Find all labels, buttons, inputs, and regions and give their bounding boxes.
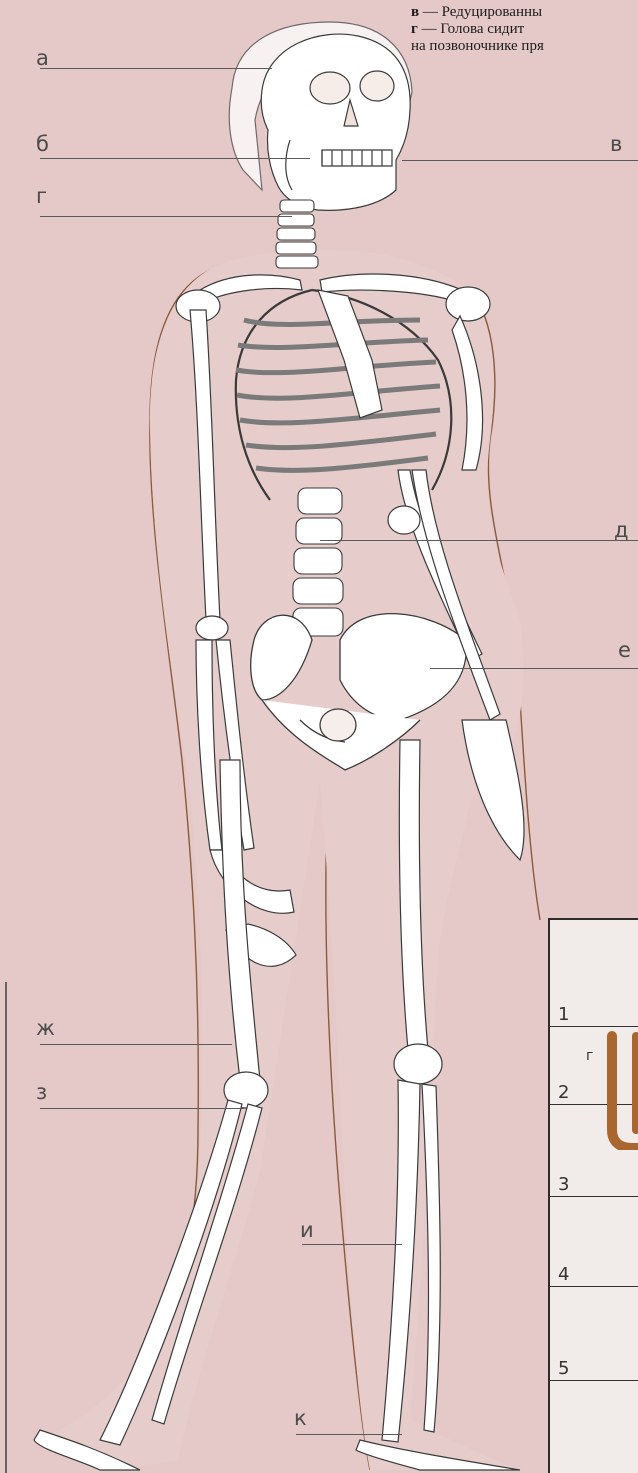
scale-row-4: 4 (558, 1264, 569, 1285)
leader-line-zh (40, 1044, 232, 1045)
label-z: з (36, 1082, 47, 1103)
caption-text-2: — Голова сидит (418, 21, 524, 37)
label-b: б (36, 134, 49, 155)
scale-divider-1 (550, 1026, 638, 1027)
scale-row-2: 2 (558, 1082, 569, 1103)
label-a: а (36, 48, 49, 69)
caption-line-3: на позвоночнике пря (411, 38, 638, 55)
scale-divider-5 (550, 1380, 638, 1381)
scale-side-letter: г (586, 1048, 593, 1064)
caption: в — Редуцированны г — Голова сидит на по… (411, 4, 638, 55)
scale-panel: 1 2 3 4 5 г (548, 918, 638, 1473)
scale-row-3: 3 (558, 1174, 569, 1195)
leader-line-k (296, 1434, 402, 1435)
scale-divider-4 (550, 1286, 638, 1287)
label-zh: ж (36, 1018, 55, 1039)
leader-line-v (402, 160, 638, 161)
cervical-spine (276, 200, 318, 268)
left-margin-rule (5, 982, 7, 1473)
lumbar-spine (293, 488, 343, 636)
caption-letter-g: г (411, 21, 418, 37)
caption-line-2: г — Голова сидит (411, 21, 638, 38)
caption-letter-v: в (411, 4, 419, 20)
label-v: в (610, 134, 622, 155)
leader-line-e (430, 668, 638, 669)
caption-text-1: — Редуцированны (419, 4, 542, 20)
leader-line-z (40, 1108, 244, 1109)
skull (261, 34, 410, 210)
label-i: и (300, 1220, 314, 1241)
leader-line-a (40, 68, 272, 69)
leader-line-g (40, 216, 292, 217)
label-g: г (36, 186, 47, 207)
caption-line-1: в — Редуцированны (411, 4, 638, 21)
scale-row-5: 5 (558, 1358, 569, 1379)
leg-left (34, 760, 268, 1470)
scale-row-1: 1 (558, 1004, 569, 1025)
leader-line-d (320, 540, 638, 541)
label-d: д (614, 520, 629, 541)
leader-line-b (40, 158, 310, 159)
label-k: к (294, 1408, 307, 1429)
leader-line-i (302, 1244, 402, 1245)
scale-divider-3 (550, 1196, 638, 1197)
scale-accent-bracket (606, 1030, 638, 1150)
label-e: е (618, 640, 631, 661)
